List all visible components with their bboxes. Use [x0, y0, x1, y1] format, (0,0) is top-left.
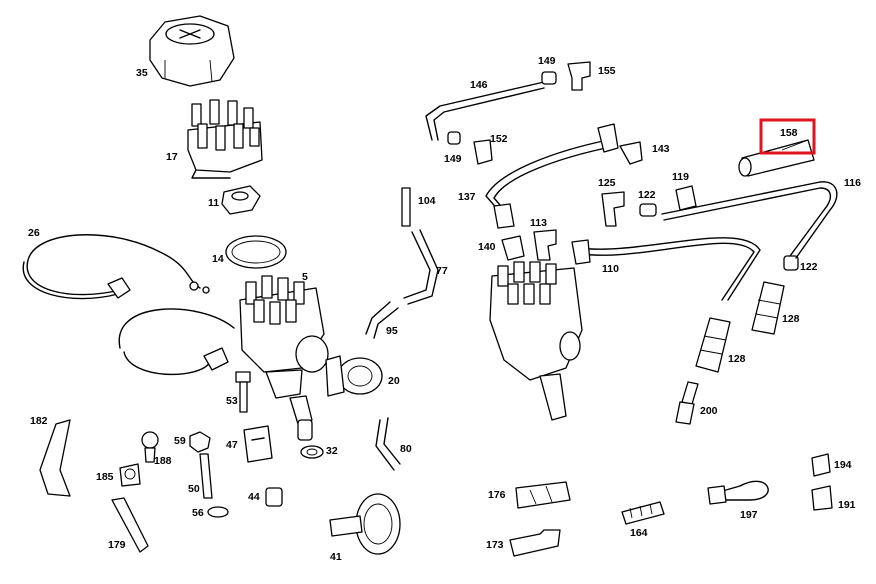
- part-188-clip[interactable]: [141, 431, 159, 463]
- part-95-hose[interactable]: [365, 301, 399, 339]
- part-158-tube[interactable]: [738, 118, 816, 177]
- label-188: 188: [154, 455, 172, 467]
- label-110: 110: [602, 263, 619, 275]
- part-152-connector[interactable]: [473, 139, 493, 165]
- label-149a: 149: [538, 55, 556, 67]
- label-122b: 122: [800, 261, 818, 273]
- label-5: 5: [302, 271, 308, 283]
- label-176: 176: [488, 489, 506, 501]
- part-35-distributor-cap[interactable]: [149, 15, 235, 87]
- part-44-plug[interactable]: [265, 487, 283, 507]
- label-191: 191: [838, 499, 856, 511]
- part-41-pulley[interactable]: [329, 493, 401, 555]
- part-110-ignition-lead[interactable]: [571, 237, 761, 301]
- part-149-fitting-a[interactable]: [541, 71, 557, 85]
- label-44: 44: [248, 491, 260, 503]
- part-125-connector[interactable]: [601, 191, 625, 227]
- label-119: 119: [672, 171, 689, 183]
- label-47: 47: [226, 439, 238, 451]
- label-125: 125: [598, 177, 616, 189]
- part-122-boot-b[interactable]: [783, 255, 799, 271]
- label-128b: 128: [728, 353, 746, 365]
- label-179: 179: [108, 539, 126, 551]
- part-149-fitting-b[interactable]: [447, 131, 461, 145]
- part-59-nut[interactable]: [189, 431, 211, 453]
- label-53: 53: [226, 395, 238, 407]
- label-32: 32: [326, 445, 338, 457]
- label-149b: 149: [444, 153, 462, 165]
- part-119-clip[interactable]: [675, 185, 697, 211]
- part-197-cable-tie[interactable]: [707, 480, 769, 505]
- label-185: 185: [96, 471, 114, 483]
- label-20: 20: [388, 375, 400, 387]
- label-113: 113: [530, 217, 547, 229]
- part-17-cap-terminals[interactable]: [187, 99, 263, 179]
- part-176-cover[interactable]: [515, 481, 571, 509]
- label-140: 140: [478, 241, 496, 253]
- part-128-plug-connector-a[interactable]: [751, 281, 785, 335]
- label-95: 95: [386, 325, 398, 337]
- part-104-hose[interactable]: [401, 187, 411, 227]
- label-14: 14: [212, 253, 224, 265]
- label-116: 116: [844, 177, 861, 189]
- part-14-gasket[interactable]: [225, 235, 287, 269]
- highlight-box-158: [759, 118, 816, 155]
- part-146-hose-line[interactable]: [425, 81, 545, 141]
- label-35: 35: [136, 67, 148, 79]
- label-200: 200: [700, 405, 718, 417]
- label-128a: 128: [782, 313, 800, 325]
- part-143-connector[interactable]: [619, 141, 643, 165]
- label-56: 56: [192, 507, 204, 519]
- part-155-angle-connector[interactable]: [567, 61, 591, 91]
- label-50: 50: [188, 483, 200, 495]
- part-200-spark-plug[interactable]: [675, 381, 699, 425]
- part-77-hose[interactable]: [403, 229, 439, 305]
- label-155: 155: [598, 65, 616, 77]
- label-80: 80: [400, 443, 412, 455]
- part-164-connector-strip[interactable]: [621, 501, 665, 525]
- label-137: 137: [458, 191, 476, 203]
- label-173: 173: [486, 539, 504, 551]
- label-143: 143: [652, 143, 670, 155]
- label-164: 164: [630, 527, 648, 539]
- part-47-connector[interactable]: [243, 425, 273, 463]
- label-182: 182: [30, 415, 48, 427]
- part-182-bracket[interactable]: [39, 419, 71, 497]
- part-56-washer[interactable]: [207, 506, 229, 518]
- part-80-hose[interactable]: [375, 417, 401, 471]
- label-152: 152: [490, 133, 508, 145]
- part-50-stud[interactable]: [199, 453, 213, 499]
- part-128-plug-connector-b[interactable]: [695, 317, 731, 373]
- part-26-wire-lead[interactable]: [22, 234, 210, 300]
- part-32-washer[interactable]: [300, 445, 324, 459]
- label-197: 197: [740, 509, 758, 521]
- label-41: 41: [330, 551, 342, 563]
- distributor-housing-right: [489, 261, 583, 421]
- part-179-strap[interactable]: [111, 497, 149, 553]
- label-77: 77: [436, 265, 448, 277]
- label-146: 146: [470, 79, 488, 91]
- label-122a: 122: [638, 189, 656, 201]
- part-20-vacuum-unit[interactable]: [325, 355, 383, 397]
- label-17: 17: [166, 151, 178, 163]
- part-173-bracket[interactable]: [509, 529, 561, 557]
- part-191-clip[interactable]: [811, 485, 833, 511]
- part-53-bolt[interactable]: [235, 371, 251, 413]
- label-194: 194: [834, 459, 852, 471]
- part-140-connector[interactable]: [501, 235, 525, 261]
- label-104: 104: [418, 195, 436, 207]
- part-11-rotor[interactable]: [221, 185, 261, 215]
- part-113-connector[interactable]: [533, 229, 557, 261]
- label-26: 26: [28, 227, 40, 239]
- part-137-ignition-lead[interactable]: [485, 123, 619, 229]
- label-59: 59: [174, 435, 186, 447]
- label-11: 11: [208, 197, 219, 209]
- part-122-boot-a[interactable]: [639, 203, 657, 217]
- label-158: 158: [780, 127, 798, 139]
- part-185-clamp[interactable]: [119, 463, 141, 487]
- part-194-clip[interactable]: [811, 453, 831, 477]
- part-116-ignition-lead[interactable]: [661, 181, 838, 259]
- part-5-distributor-assembly[interactable]: [118, 275, 329, 441]
